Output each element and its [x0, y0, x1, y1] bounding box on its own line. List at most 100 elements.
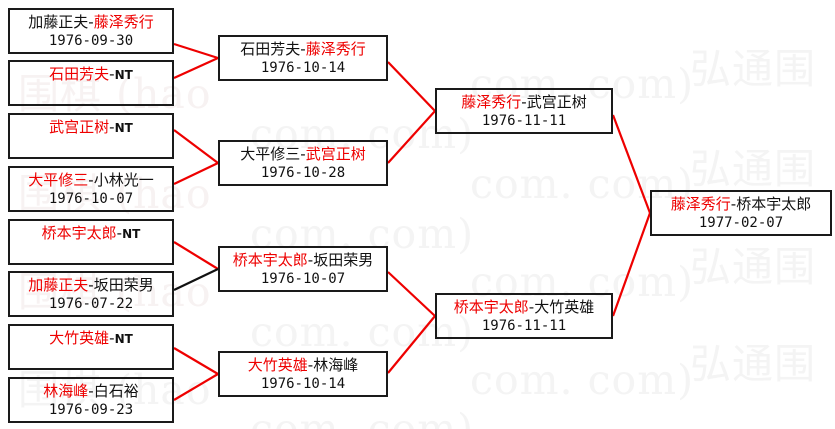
- match-box-r1m5[interactable]: 桥本宇太郎-NT: [8, 219, 174, 265]
- match-players: 藤泽秀行-桥本宇太郎: [671, 195, 811, 214]
- connector-r2m3-to-r3m2: [387, 271, 436, 317]
- match-date: 1976-10-14: [260, 60, 346, 76]
- match-players: 石田芳夫-藤泽秀行: [240, 40, 365, 59]
- match-date: 1976-10-07: [260, 271, 346, 287]
- match-date: 1977-02-07: [698, 215, 784, 231]
- player-right: 桥本宇太郎: [736, 195, 812, 213]
- match-date: 1976-09-23: [48, 402, 134, 418]
- connector-r3m2-to-r4m1: [611, 212, 652, 317]
- player-left: 石田芳夫: [49, 65, 110, 83]
- player-separator: -: [300, 40, 306, 58]
- player-separator: -: [88, 382, 94, 400]
- player-right: NT: [114, 121, 133, 135]
- match-date: 1976-07-22: [48, 296, 134, 312]
- player-left: 加藤正夫: [28, 276, 89, 294]
- match-players: 大竹英雄-NT: [49, 329, 133, 349]
- player-separator: -: [521, 93, 527, 111]
- player-right: NT: [122, 227, 141, 241]
- match-box-r2m2[interactable]: 大平修三-武宫正树 1976-10-28: [218, 140, 388, 186]
- connector-r1m5-to-r2m3: [173, 241, 219, 270]
- player-separator: -: [116, 224, 123, 242]
- player-separator: -: [528, 298, 535, 316]
- player-right: 小林光一: [93, 171, 154, 189]
- match-players: 桥本宇太郎-大竹英雄: [454, 298, 594, 317]
- match-players: 林海峰-白石裕: [43, 382, 138, 401]
- player-separator: -: [730, 195, 737, 213]
- player-left: 加藤正夫: [28, 13, 89, 31]
- match-players: 大竹英雄-林海峰: [248, 356, 358, 375]
- connector-r3m1-to-r4m1: [611, 114, 652, 214]
- connector-r2m4-to-r3m2: [387, 315, 436, 374]
- player-left: 大竹英雄: [247, 356, 308, 374]
- player-right: 藤泽秀行: [93, 13, 154, 31]
- player-right: 武宫正树: [526, 93, 587, 111]
- player-left: 大平修三: [240, 145, 301, 163]
- player-left: 武宫正树: [49, 118, 110, 136]
- player-right: 大竹英雄: [534, 298, 595, 316]
- player-separator: -: [300, 145, 306, 163]
- match-players: 大平修三-小林光一: [28, 171, 153, 190]
- player-left: 桥本宇太郎: [41, 224, 117, 242]
- match-players: 加藤正夫-坂田荣男: [28, 276, 153, 295]
- player-separator: -: [109, 65, 115, 83]
- match-date: 1976-10-28: [260, 165, 346, 181]
- player-right: 坂田荣男: [313, 251, 374, 269]
- player-left: 大平修三: [28, 171, 89, 189]
- player-separator: -: [109, 329, 115, 347]
- player-right: 坂田荣男: [93, 276, 154, 294]
- connector-r1m8-to-r2m4: [173, 373, 219, 401]
- match-box-r1m2[interactable]: 石田芳夫-NT: [8, 60, 174, 106]
- match-date: 1976-09-30: [48, 33, 134, 49]
- player-right: 白石裕: [93, 382, 139, 400]
- connector-r1m6-to-r2m3: [173, 268, 219, 291]
- match-players: 武宫正树-NT: [49, 118, 133, 138]
- player-left: 大竹英雄: [49, 329, 110, 347]
- match-players: 桥本宇太郎-坂田荣男: [233, 251, 373, 270]
- match-date: 1976-11-11: [481, 318, 567, 334]
- match-players: 加藤正夫-藤泽秀行: [28, 13, 153, 32]
- match-box-r1m3[interactable]: 武宫正树-NT: [8, 113, 174, 159]
- connector-r1m2-to-r2m1: [173, 56, 219, 80]
- player-right: NT: [114, 68, 133, 82]
- player-right: NT: [114, 332, 133, 346]
- player-left: 石田芳夫: [240, 40, 301, 58]
- match-date: 1976-11-11: [481, 113, 567, 129]
- player-separator: -: [307, 251, 314, 269]
- match-date: 1976-10-07: [48, 191, 134, 207]
- player-left: 桥本宇太郎: [232, 251, 308, 269]
- connector-r1m7-to-r2m4: [173, 347, 219, 375]
- player-right: 林海峰: [313, 356, 359, 374]
- match-players: 藤泽秀行-武宫正树: [461, 93, 586, 112]
- player-right: 武宫正树: [305, 145, 366, 163]
- player-separator: -: [307, 356, 314, 374]
- player-left: 林海峰: [43, 382, 89, 400]
- connector-r2m2-to-r3m1: [387, 110, 436, 164]
- connector-r1m3-to-r2m2: [173, 129, 219, 164]
- player-left: 藤泽秀行: [670, 195, 731, 213]
- player-separator: -: [88, 171, 94, 189]
- match-players: 石田芳夫-NT: [49, 65, 133, 85]
- player-left: 藤泽秀行: [461, 93, 522, 111]
- connector-r2m1-to-r3m1: [387, 61, 436, 112]
- player-separator: -: [88, 276, 94, 294]
- match-players: 桥本宇太郎-NT: [42, 224, 141, 244]
- connector-r1m1-to-r2m1: [173, 42, 219, 60]
- player-separator: -: [109, 118, 115, 136]
- match-box-r1m7[interactable]: 大竹英雄-NT: [8, 324, 174, 370]
- player-separator: -: [88, 13, 94, 31]
- player-right: 藤泽秀行: [305, 40, 366, 58]
- connector-r1m4-to-r2m2: [173, 162, 219, 185]
- match-date: 1976-10-14: [260, 376, 346, 392]
